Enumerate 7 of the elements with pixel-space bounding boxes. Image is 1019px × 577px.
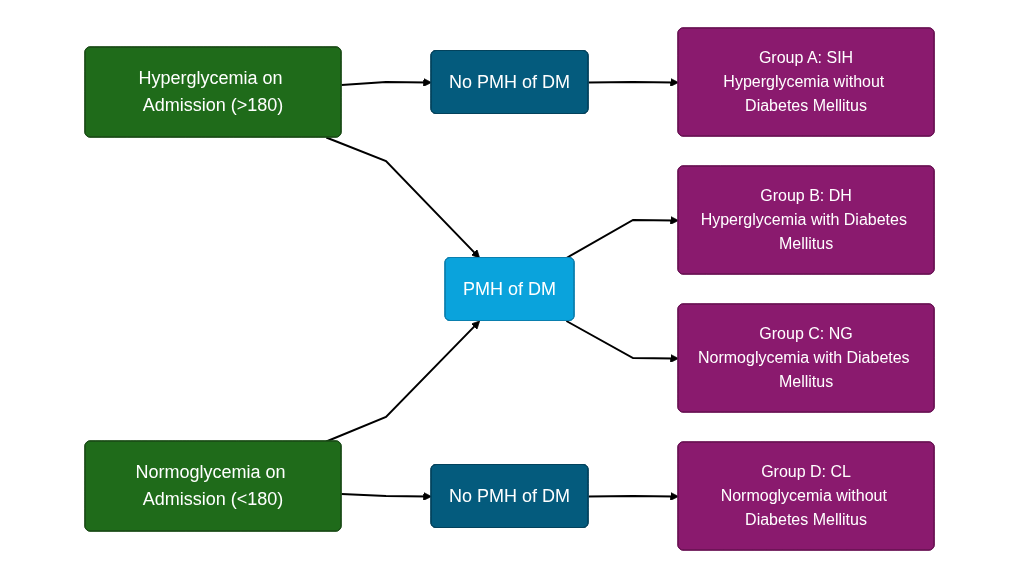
- arrow: [565, 319, 679, 363]
- arrow: [587, 77, 679, 87]
- arrow: [340, 491, 432, 501]
- arrow: [565, 215, 679, 259]
- arrow: [340, 77, 432, 87]
- arrow: [325, 136, 480, 258]
- arrow: [587, 491, 679, 501]
